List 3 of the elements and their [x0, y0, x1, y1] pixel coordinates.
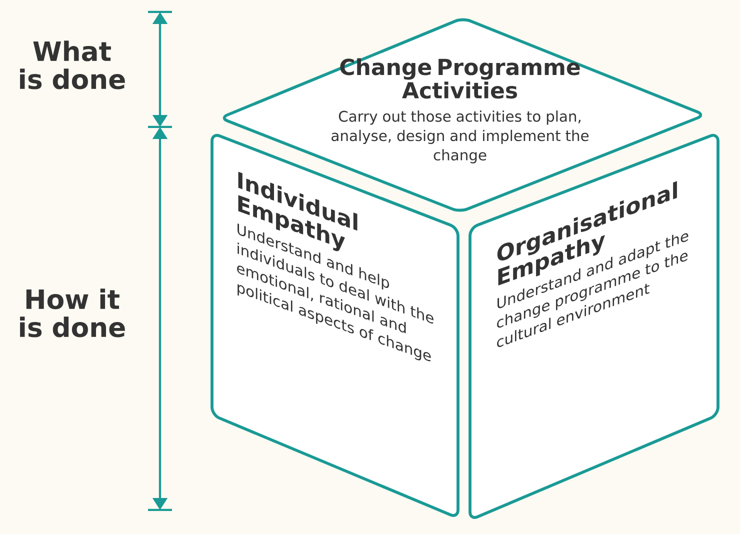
- side-label: How it is done: [20, 288, 125, 338]
- node-label: Change Programme Activities: [340, 58, 580, 99]
- side-label: What is done: [20, 40, 125, 90]
